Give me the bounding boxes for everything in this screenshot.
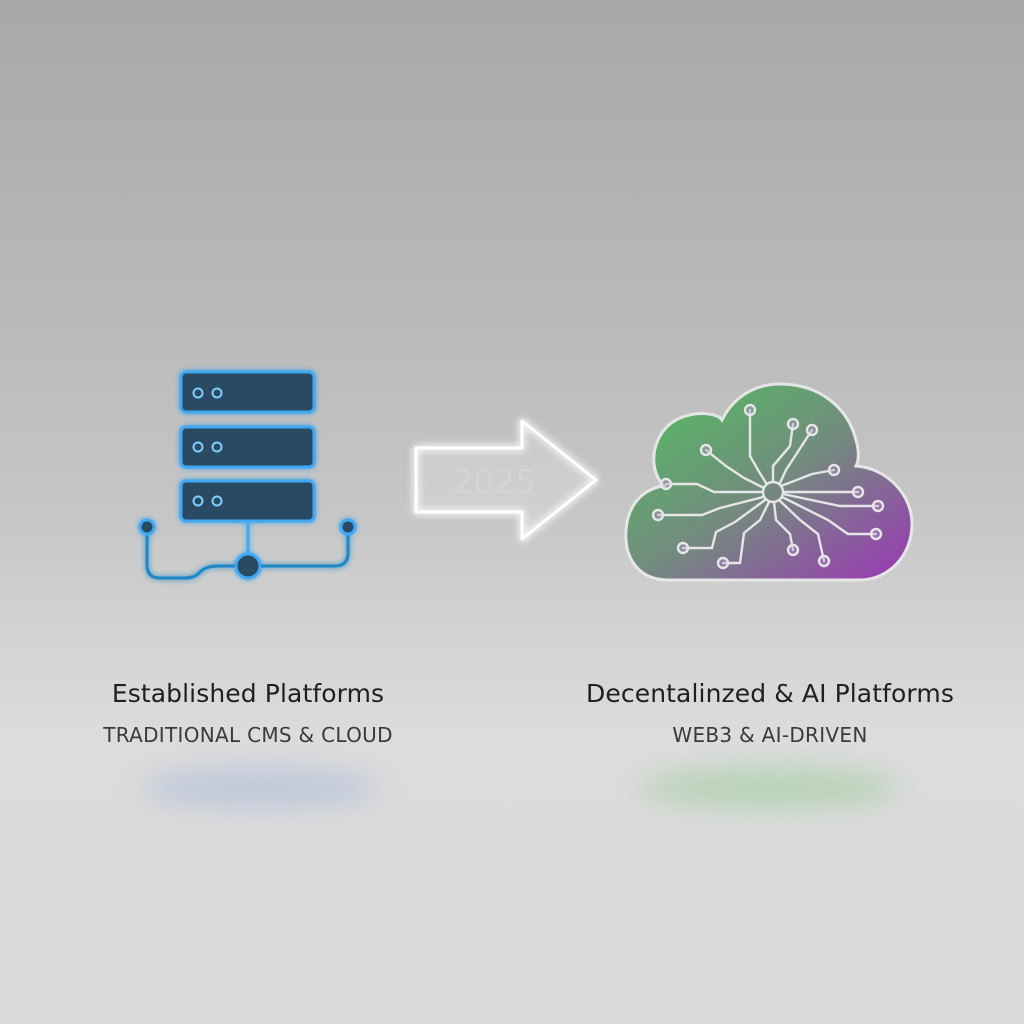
left-shadow-glow: [140, 768, 380, 808]
arrow-year-label: 2025: [452, 462, 536, 501]
ai-cloud-circuit-icon: [624, 382, 914, 582]
left-label-block: Established Platforms TRADITIONAL CMS & …: [48, 678, 448, 748]
right-shadow-glow: [640, 768, 900, 808]
server-unit-3: [179, 479, 316, 523]
right-label-block: Decentalinzed & AI Platforms WEB3 & AI-D…: [560, 678, 980, 748]
server-rack-icon: [138, 370, 357, 580]
circuit-traces: [656, 408, 880, 565]
circuit-nodes: [651, 403, 885, 570]
right-subtitle: WEB3 & AI-DRIVEN: [672, 723, 868, 747]
left-subtitle: TRADITIONAL CMS & CLOUD: [103, 723, 393, 747]
server-unit-2: [179, 425, 316, 469]
transition-arrow: [414, 419, 598, 541]
right-title: Decentalinzed & AI Platforms: [586, 679, 954, 708]
left-title: Established Platforms: [111, 679, 385, 708]
server-unit-1: [179, 370, 316, 414]
